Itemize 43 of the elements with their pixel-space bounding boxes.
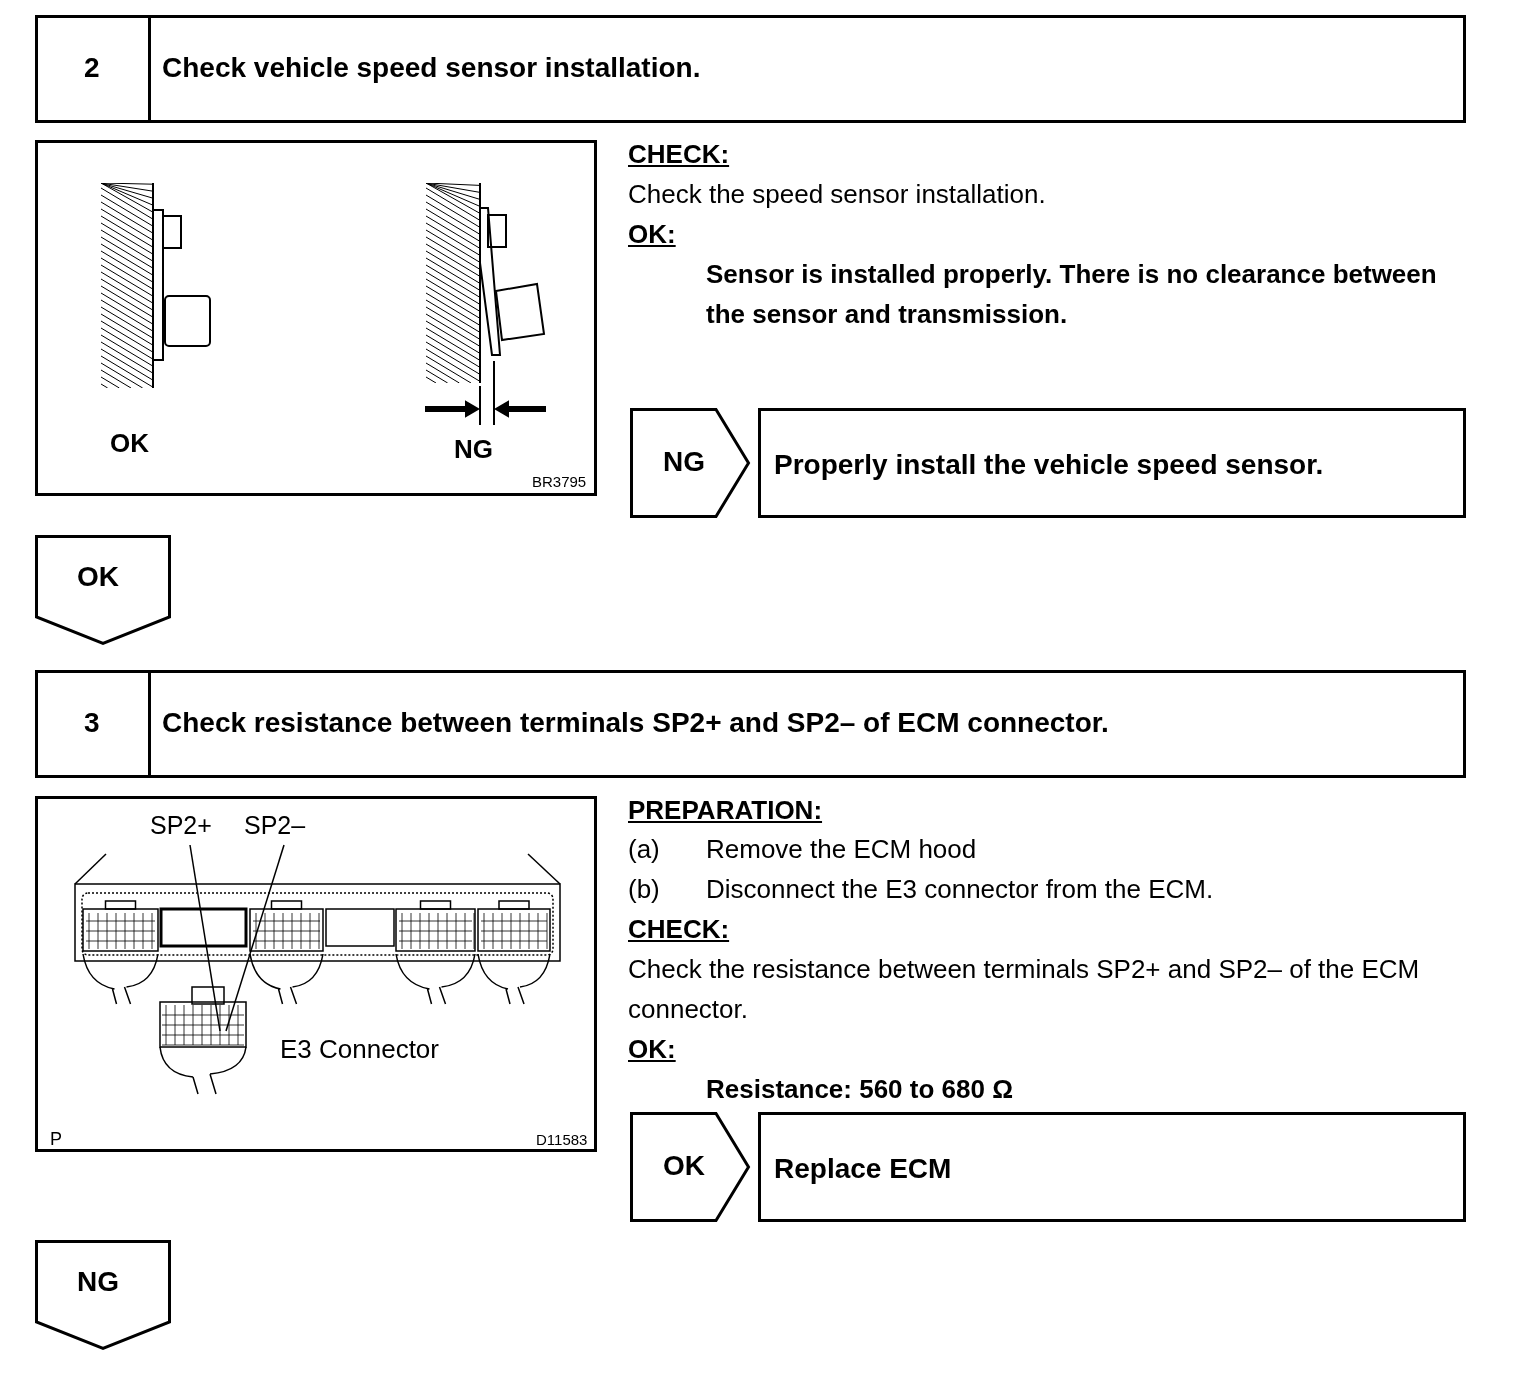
leader-line: [225, 844, 285, 1032]
leader-line: [189, 844, 221, 1032]
condition-label: NG: [454, 435, 493, 465]
part-label: E3 Connector: [280, 1035, 439, 1065]
step-title: Check vehicle speed sensor installation.: [162, 52, 701, 85]
step-title: Check resistance between terminals SP2+ and SP2– of ECM connector.: [162, 707, 1109, 740]
tag-label: OK: [663, 1150, 705, 1183]
section-heading: PREPARATION:: [628, 794, 823, 827]
tag-label: OK: [77, 561, 119, 594]
list-marker: (b): [628, 873, 660, 906]
step-number: 2: [84, 52, 100, 85]
figure-panel: [35, 140, 597, 496]
figure-code: P: [50, 1129, 62, 1150]
action-box: [758, 408, 1466, 518]
figure-panel: [35, 796, 597, 1152]
instruction-text: Disconnect the E3 connector from the ECM.: [706, 873, 1214, 906]
result-tag: [630, 1112, 750, 1222]
action-box: [758, 1112, 1466, 1222]
action-text: Replace ECM: [774, 1153, 952, 1186]
terminal-label: SP2+: [150, 811, 212, 839]
condition-label: OK: [110, 429, 149, 459]
step-header-box: [35, 670, 1466, 778]
tag-label: NG: [663, 446, 705, 479]
result-tag: [630, 408, 750, 518]
figure-code: BR3795: [532, 473, 587, 491]
action-text: Properly install the vehicle speed sensor.: [774, 449, 1324, 482]
instruction-text: Check the speed sensor installation.: [628, 178, 1046, 211]
terminal-label: SP2–: [244, 811, 306, 839]
section-heading: CHECK:: [628, 138, 730, 171]
figure-code: D11583: [536, 1131, 588, 1149]
list-marker: (a): [628, 833, 660, 866]
result-tag: [35, 1240, 171, 1350]
specification-text: Sensor is installed properly. There is no clearance between the sensor and transmission.: [706, 258, 1438, 331]
step-number: 3: [84, 707, 100, 740]
step-header-box: [35, 15, 1466, 123]
instruction-text: Remove the ECM hood: [706, 833, 977, 866]
tag-label: NG: [77, 1266, 119, 1299]
section-heading: CHECK:: [628, 913, 730, 946]
instruction-text: Check the resistance between terminals SP2+ and SP2– of the ECM connector.: [628, 953, 1421, 1026]
section-heading: OK:: [628, 1033, 676, 1066]
specification-text: Resistance: 560 to 680 Ω: [706, 1073, 1013, 1106]
section-heading: OK:: [628, 218, 676, 251]
result-tag: [35, 535, 171, 645]
